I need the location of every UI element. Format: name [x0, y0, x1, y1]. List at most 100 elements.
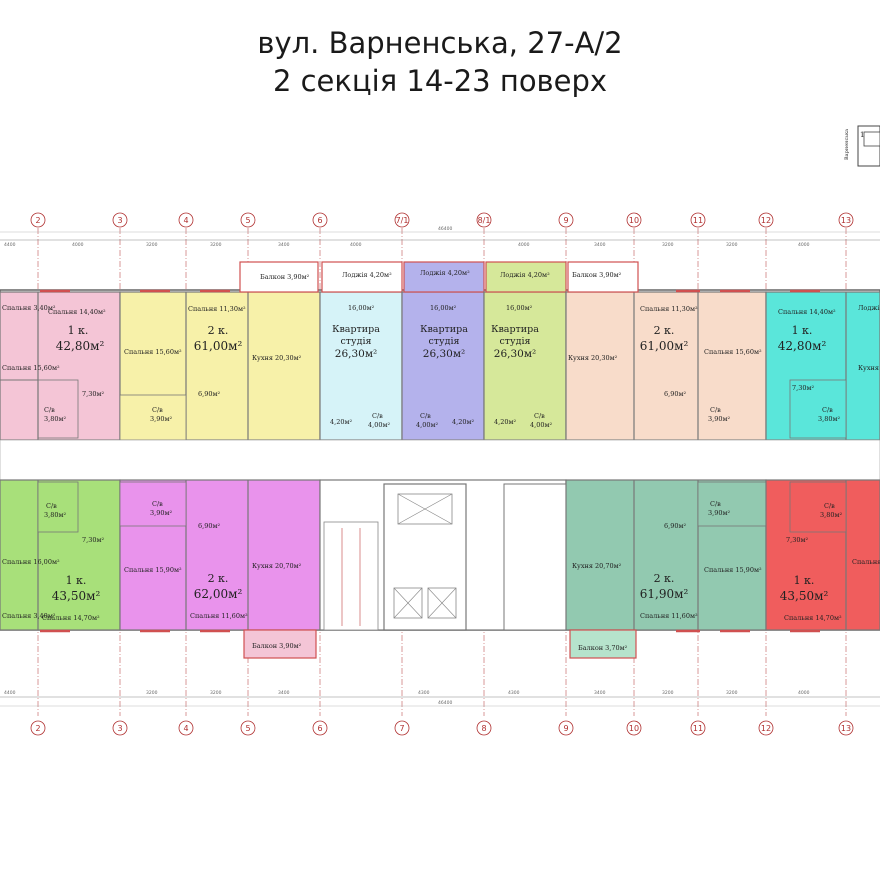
- apt-type-9: 2 к.: [208, 572, 229, 585]
- apt-area-5: 26,30м²: [494, 348, 536, 360]
- dim-top-6: 4000: [350, 242, 362, 248]
- room-label: Кухня 20,70м²: [252, 562, 302, 570]
- dim-top-2: 4000: [72, 242, 84, 248]
- room-label: 6,90м²: [198, 390, 221, 398]
- room-label: 6,90м²: [664, 522, 687, 530]
- room-labels: Спальня 3,40м² Спальня 14,40м² Спальня 1…: [2, 269, 880, 652]
- room-label: С/в: [822, 406, 833, 414]
- apartment-top-6[interactable]: [565, 261, 767, 441]
- dim-bot-10: 4000: [798, 690, 810, 696]
- axis-bubble: [112, 720, 128, 736]
- dim-top-5: 3400: [278, 242, 290, 248]
- apt-area-4: 26,30м²: [423, 348, 465, 360]
- axis-bubble: [758, 212, 774, 228]
- room-label: 7,30м²: [792, 384, 815, 392]
- room-label: Лоджія 4,20м²: [420, 269, 470, 277]
- room-label: Спальня 15,60м²: [704, 348, 762, 356]
- room-label: 16,00м²: [506, 304, 533, 312]
- apt-type-3: Квартира: [332, 324, 380, 335]
- apartment-top-7[interactable]: [765, 291, 880, 441]
- room-label: Спальня 11,60м²: [190, 612, 248, 620]
- apt-area-11: 43,50м²: [780, 589, 829, 603]
- page-subtitle: 2 секція 14-23 поверх: [272, 64, 608, 98]
- apartment-bottom-4[interactable]: [765, 479, 880, 631]
- axis-label: 2: [35, 216, 40, 225]
- room-label: Спальня 15,60м²: [124, 348, 182, 356]
- axis-label: 8/1: [478, 216, 491, 225]
- axis-bubble: [838, 720, 854, 736]
- apartment-top-2[interactable]: [119, 261, 321, 441]
- axis-label: 4: [183, 216, 188, 225]
- dim-bot-3: 3200: [210, 690, 222, 696]
- axis-label: 11: [693, 724, 703, 733]
- room-label: 3,80м²: [818, 415, 841, 423]
- total-dim-bottom: 46400: [438, 700, 452, 706]
- total-dim-top: 46400: [438, 226, 452, 232]
- room-label: 3,80м²: [820, 511, 843, 519]
- axis-label: 7/1: [396, 216, 409, 225]
- room-label: Балкон 3,90м²: [572, 271, 622, 279]
- axis-label: 9: [563, 216, 568, 225]
- apartment-top-5[interactable]: [483, 261, 567, 441]
- room-label: 6,90м²: [664, 390, 687, 398]
- dim-bot-7: 3400: [594, 690, 606, 696]
- windows: [40, 289, 820, 633]
- apartment-bottom-1[interactable]: [0, 479, 121, 631]
- room-label: Балкон 3,90м²: [252, 642, 302, 650]
- dim-top-9: 3200: [662, 242, 674, 248]
- room-label: 4,00м²: [368, 421, 391, 429]
- apartment-labels: 1 к. 42,80м² 2 к. 61,00м² Квартира студі…: [52, 324, 829, 603]
- axis-label: 11: [693, 216, 703, 225]
- axis-label: 5: [245, 724, 250, 733]
- apartment-top-3[interactable]: [319, 261, 403, 441]
- room-label: 3,90м²: [150, 509, 173, 517]
- axis-bubble: [178, 720, 194, 736]
- room-label: Спальня 14,70м²: [42, 614, 100, 622]
- apt-area-8: 43,50м²: [52, 589, 101, 603]
- room-label: Спальня 15,90м²: [124, 566, 182, 574]
- room-label: 4,00м²: [416, 421, 439, 429]
- svg-text:студія: студія: [428, 336, 459, 347]
- axis-bubble: [312, 212, 328, 228]
- room-label: 7,30м²: [82, 536, 105, 544]
- apt-type-7: 1 к.: [792, 324, 813, 337]
- room-label: С/в: [44, 406, 55, 414]
- room-label: Балкон 3,70м²: [578, 644, 628, 652]
- axis-bubble: [758, 720, 774, 736]
- axis-label: 3: [117, 216, 122, 225]
- corridor: [0, 439, 880, 481]
- page-title: вул. Варненська, 27-А/2: [257, 26, 623, 60]
- dim-bot-9: 3200: [726, 690, 738, 696]
- dim-top-10: 3200: [726, 242, 738, 248]
- room-label: 16,00м²: [348, 304, 375, 312]
- axis-label: 13: [841, 216, 851, 225]
- svg-text:студія: студія: [340, 336, 371, 347]
- axis-bubble: [112, 212, 128, 228]
- apt-area-1: 42,80м²: [56, 339, 105, 353]
- axis-bubble: [476, 720, 492, 736]
- dim-top-11: 4000: [798, 242, 810, 248]
- axis-label: 9: [563, 724, 568, 733]
- room-label: Кухня 20,70м²: [572, 562, 622, 570]
- dim-bot-4: 3400: [278, 690, 290, 696]
- room-label: 3,90м²: [708, 415, 731, 423]
- apartment-bottom-2[interactable]: [119, 479, 321, 659]
- dim-top-3: 3200: [146, 242, 158, 248]
- room-label: С/в: [710, 406, 721, 414]
- axis-bubble: [690, 720, 706, 736]
- room-label: 4,20м²: [330, 418, 353, 426]
- axis-label: 6: [317, 216, 322, 225]
- room-label: Спальня 3,40м²: [2, 304, 56, 312]
- room-label: С/в: [152, 500, 163, 508]
- apartment-top-1[interactable]: [0, 291, 121, 441]
- axis-bubble: [240, 212, 256, 228]
- axis-label: 10: [629, 216, 639, 225]
- apartment-bottom-3[interactable]: [565, 479, 767, 659]
- apt-type-6: 2 к.: [654, 324, 675, 337]
- dim-bot-8: 3200: [662, 690, 674, 696]
- axis-bubble: [30, 720, 46, 736]
- apt-area-6: 61,00м²: [640, 339, 689, 353]
- dimension-lines: 46400 46400 4400 4000 3200 3200 3400 400…: [0, 226, 880, 707]
- room-label: Спальня 11,60м²: [640, 612, 698, 620]
- axis-bubble: [838, 212, 854, 228]
